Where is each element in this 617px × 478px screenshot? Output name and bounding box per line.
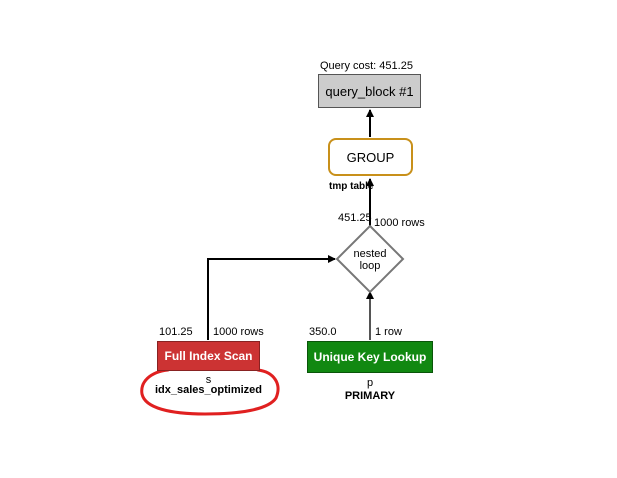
group-note: tmp table bbox=[329, 181, 374, 192]
unique-lookup-cost: 350.0 bbox=[309, 326, 337, 338]
full-scan-table: s bbox=[205, 374, 212, 386]
full-scan-rows: 1000 rows bbox=[213, 326, 264, 338]
nested-loop-diamond[interactable] bbox=[335, 224, 405, 294]
nested-loop-line2: loop bbox=[359, 260, 381, 272]
unique-lookup-table: p bbox=[366, 377, 374, 389]
full-scan-cost: 101.25 bbox=[159, 326, 193, 338]
nested-loop-rows: 1000 rows bbox=[374, 217, 425, 229]
query-cost-label: Query cost: 451.25 bbox=[320, 60, 413, 72]
full-index-scan-node[interactable]: Full Index Scan bbox=[157, 341, 260, 371]
group-node[interactable]: GROUP bbox=[328, 138, 413, 176]
edge-full-scan-to-nested-loop bbox=[207, 255, 336, 340]
query-block-node[interactable]: query_block #1 bbox=[318, 74, 421, 108]
nested-loop-line1: nested bbox=[353, 248, 387, 260]
unique-key-lookup-node[interactable]: Unique Key Lookup bbox=[307, 341, 433, 373]
full-scan-key: idx_sales_optimized bbox=[155, 384, 262, 396]
unique-lookup-rows: 1 row bbox=[375, 326, 402, 338]
nested-loop-cost: 451.25 bbox=[338, 212, 372, 224]
unique-lookup-key: PRIMARY bbox=[344, 390, 396, 402]
nested-loop-label: nested loop bbox=[338, 248, 402, 272]
annotation-circle bbox=[140, 368, 280, 416]
